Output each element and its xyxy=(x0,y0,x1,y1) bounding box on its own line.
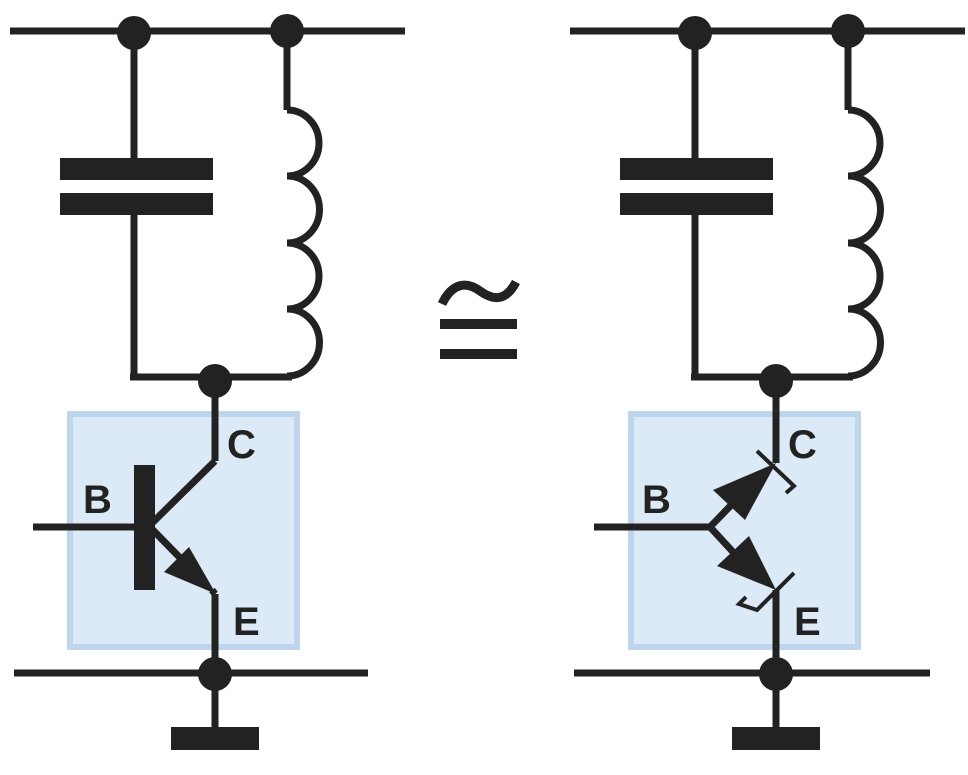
right-inductor xyxy=(844,31,884,380)
left-emitter-label: E xyxy=(233,600,260,644)
right-collector-label: C xyxy=(788,423,817,467)
right-ground-symbol xyxy=(732,727,820,750)
right-diode-pair xyxy=(594,381,797,672)
right-bc-diode-bar xyxy=(755,449,797,495)
left-transistor xyxy=(33,381,219,672)
left-inductor xyxy=(283,31,323,380)
right-bc-diode-arrow xyxy=(713,463,776,520)
right-base-label: B xyxy=(642,478,671,522)
left-base-label: B xyxy=(83,478,112,522)
left-transistor-box xyxy=(67,411,300,650)
left-circuit: C B E xyxy=(10,14,405,750)
left-capacitor xyxy=(60,33,213,380)
left-emitter-arrow xyxy=(164,547,216,594)
left-collector-label: C xyxy=(227,423,256,467)
left-ground-symbol xyxy=(171,727,259,750)
approx-equal-symbol xyxy=(437,279,520,359)
right-emitter-label: E xyxy=(794,600,821,644)
right-capacitor xyxy=(620,33,773,380)
right-circuit: C B E xyxy=(570,14,965,750)
right-be-diode-arrow xyxy=(717,536,776,590)
